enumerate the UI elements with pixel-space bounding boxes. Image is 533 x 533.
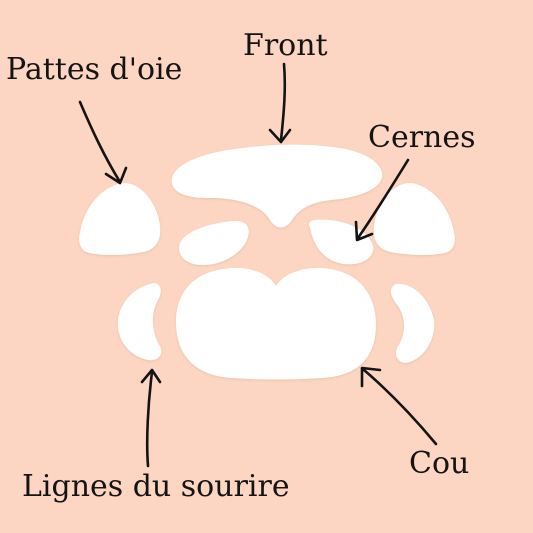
right-under-eye-patch: [308, 219, 374, 265]
neck-patch: [176, 267, 376, 380]
label-lignes-du-sourire: Lignes du sourire: [22, 469, 290, 504]
arrowhead-cernes: [354, 220, 374, 242]
right-smile-line-patch: [390, 283, 435, 363]
arrowhead-cou: [360, 366, 382, 388]
arrow-cernes: [356, 158, 410, 240]
label-cou: Cou: [409, 446, 470, 481]
label-front: Front: [243, 28, 328, 63]
forehead-patch: [171, 144, 383, 228]
arrow-pattes-doie: [78, 100, 122, 184]
left-crows-feet-patch: [79, 183, 161, 255]
left-under-eye-patch: [178, 221, 249, 266]
arrowhead-lignes-du-sourire: [140, 368, 162, 384]
arrowhead-front: [268, 128, 292, 144]
left-smile-line-patch: [117, 283, 162, 361]
label-cernes: Cernes: [368, 120, 476, 155]
arrow-lignes-du-sourire: [145, 370, 154, 468]
right-crows-feet-patch: [373, 183, 455, 255]
label-pattes-doie: Pattes d'oie: [6, 52, 183, 87]
arrow-front: [279, 62, 287, 142]
arrowhead-pattes-doie: [104, 166, 128, 185]
arrow-cou: [362, 368, 438, 446]
